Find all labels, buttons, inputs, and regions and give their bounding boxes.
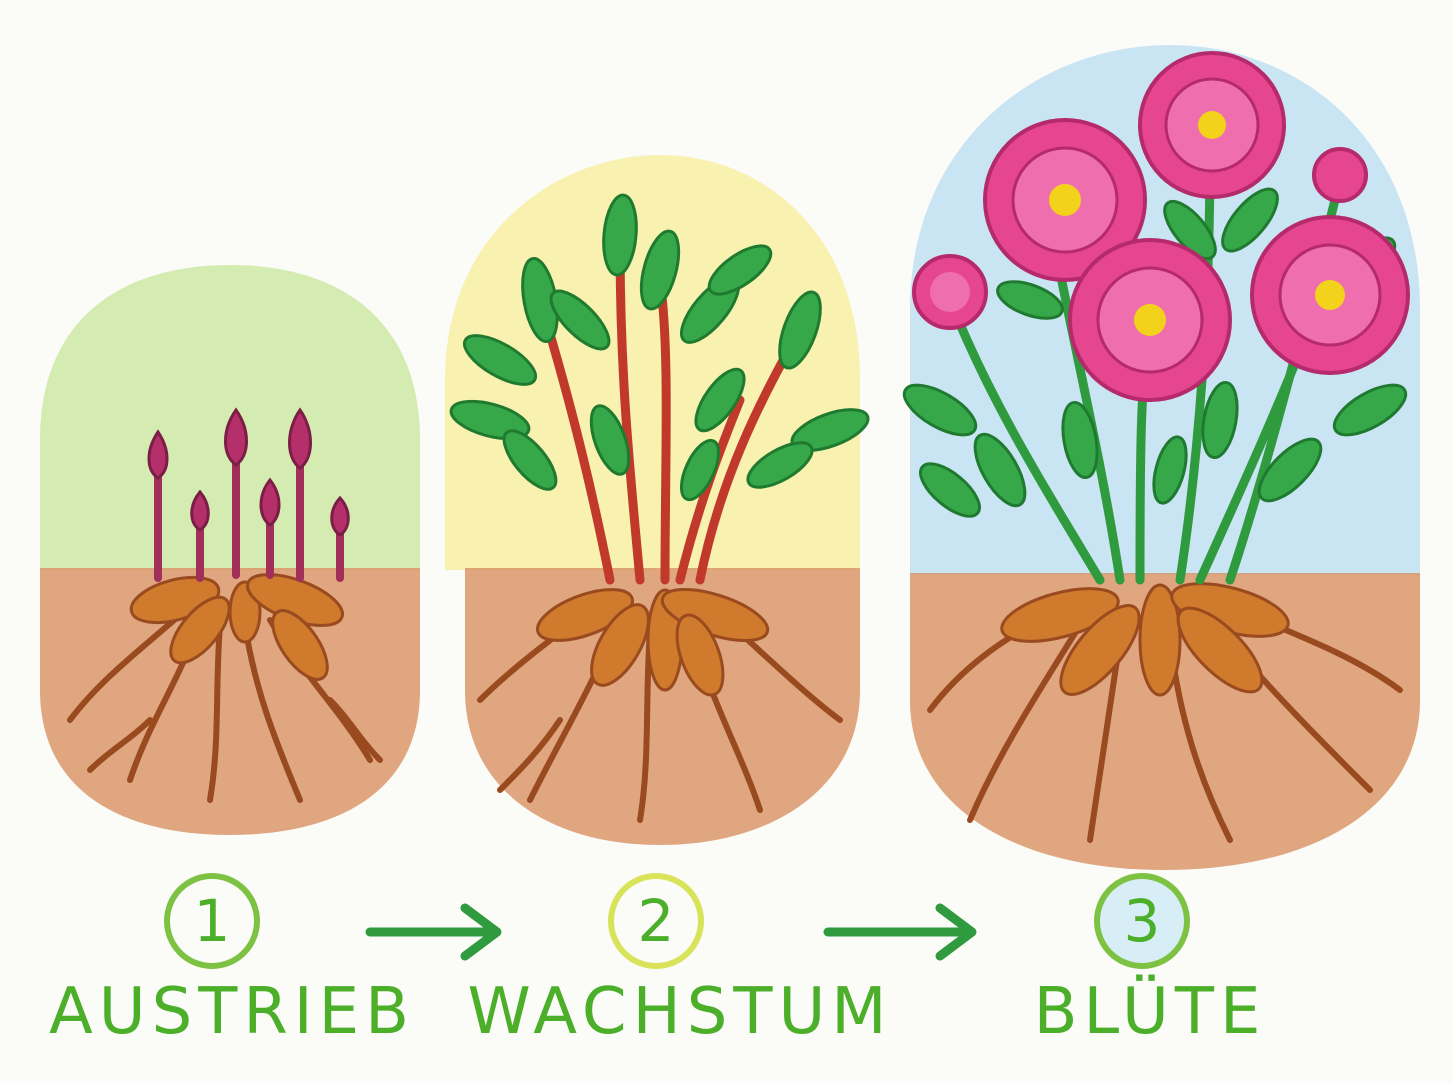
stage-3-soil: [910, 573, 1420, 870]
stage-1-tubers: [129, 573, 344, 681]
stage-3-illustration: [902, 45, 1420, 870]
peony-flower: [1138, 51, 1286, 199]
peony-flower: [1250, 215, 1410, 375]
stage-3-number: 3: [1094, 873, 1190, 969]
stage-2-label: WACHSTUM: [467, 975, 893, 1049]
peony-bud: [912, 254, 988, 330]
stage-2-illustration: [445, 155, 870, 845]
stage-3-label: BLÜTE: [1033, 975, 1267, 1049]
stage-1-shoots: [154, 446, 344, 582]
stage-2-tubers: [536, 587, 770, 697]
stage-2-number: 2: [608, 873, 704, 969]
peony-flower: [983, 118, 1147, 282]
stage-1-illustration: [40, 265, 420, 835]
arrow-right-icon: [823, 903, 977, 961]
peony-flower: [1068, 238, 1232, 402]
stage-3-tubers: [1000, 582, 1290, 697]
stage-1-label: AUSTRIEB: [48, 975, 416, 1049]
stage-1-number: 1: [164, 873, 260, 969]
arrow-right-icon: [365, 903, 502, 961]
stage-2-leaves: [449, 193, 870, 502]
stage-3-flowers: [912, 51, 1410, 402]
stage-1-buds: [147, 407, 350, 537]
peony-bud: [1312, 147, 1368, 203]
